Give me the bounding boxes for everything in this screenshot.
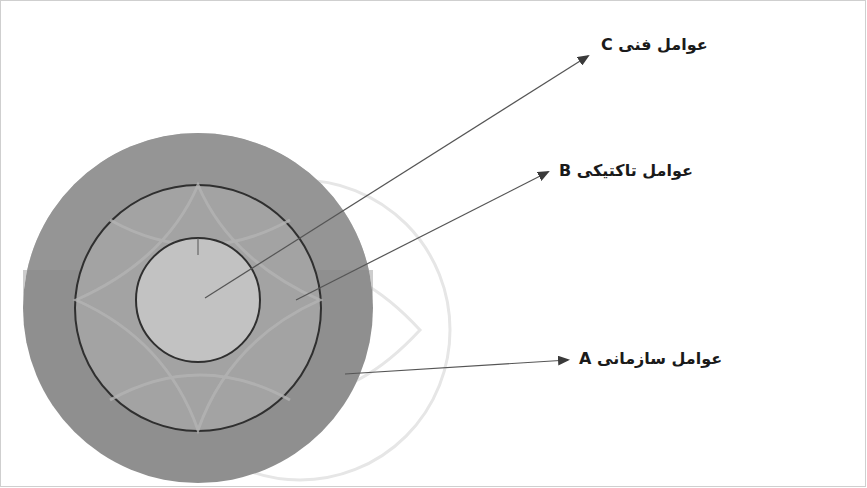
label-c: C عوامل فنی bbox=[598, 34, 711, 55]
label-a: A عوامل سازمانی bbox=[576, 348, 725, 369]
label-b: B عوامل تاکتیکی bbox=[556, 160, 696, 181]
